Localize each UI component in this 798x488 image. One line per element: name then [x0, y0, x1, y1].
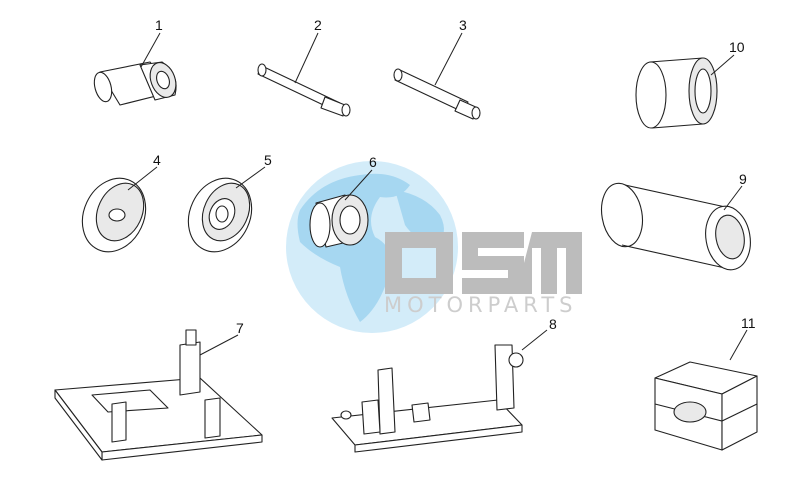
part-10-ring — [635, 57, 718, 129]
part-9-sleeve-cage — [600, 182, 751, 271]
leader-lines — [127, 32, 748, 361]
callout-6: 6 — [369, 154, 377, 170]
watermark-tagline: MOTORPARTS — [384, 293, 578, 317]
callout-10: 10 — [729, 39, 745, 55]
part-8-holder-base — [331, 344, 524, 453]
part-11-split-block — [654, 361, 758, 451]
part-1-sleeve-tool — [93, 61, 177, 106]
callout-3: 3 — [459, 17, 467, 33]
callout-5: 5 — [264, 152, 272, 168]
part-6-nut-wrench — [309, 194, 369, 248]
callout-2: 2 — [314, 17, 322, 33]
callout-8: 8 — [549, 316, 557, 332]
watermark-letters — [385, 232, 582, 294]
callout-4: 4 — [153, 152, 161, 168]
callout-9: 9 — [739, 171, 747, 187]
callout-11: 11 — [741, 315, 756, 331]
part-3-pin — [393, 68, 481, 120]
part-2-pin — [257, 63, 351, 117]
part-7-base-plate — [54, 329, 263, 461]
part-5-bushing — [187, 177, 253, 253]
part-4-disc — [81, 177, 147, 253]
callout-7: 7 — [236, 320, 244, 336]
callout-1: 1 — [155, 17, 163, 33]
callout-numbers: 1 2 3 4 5 6 7 8 9 10 11 — [153, 17, 756, 336]
watermark: MOTORPARTS — [286, 161, 582, 333]
